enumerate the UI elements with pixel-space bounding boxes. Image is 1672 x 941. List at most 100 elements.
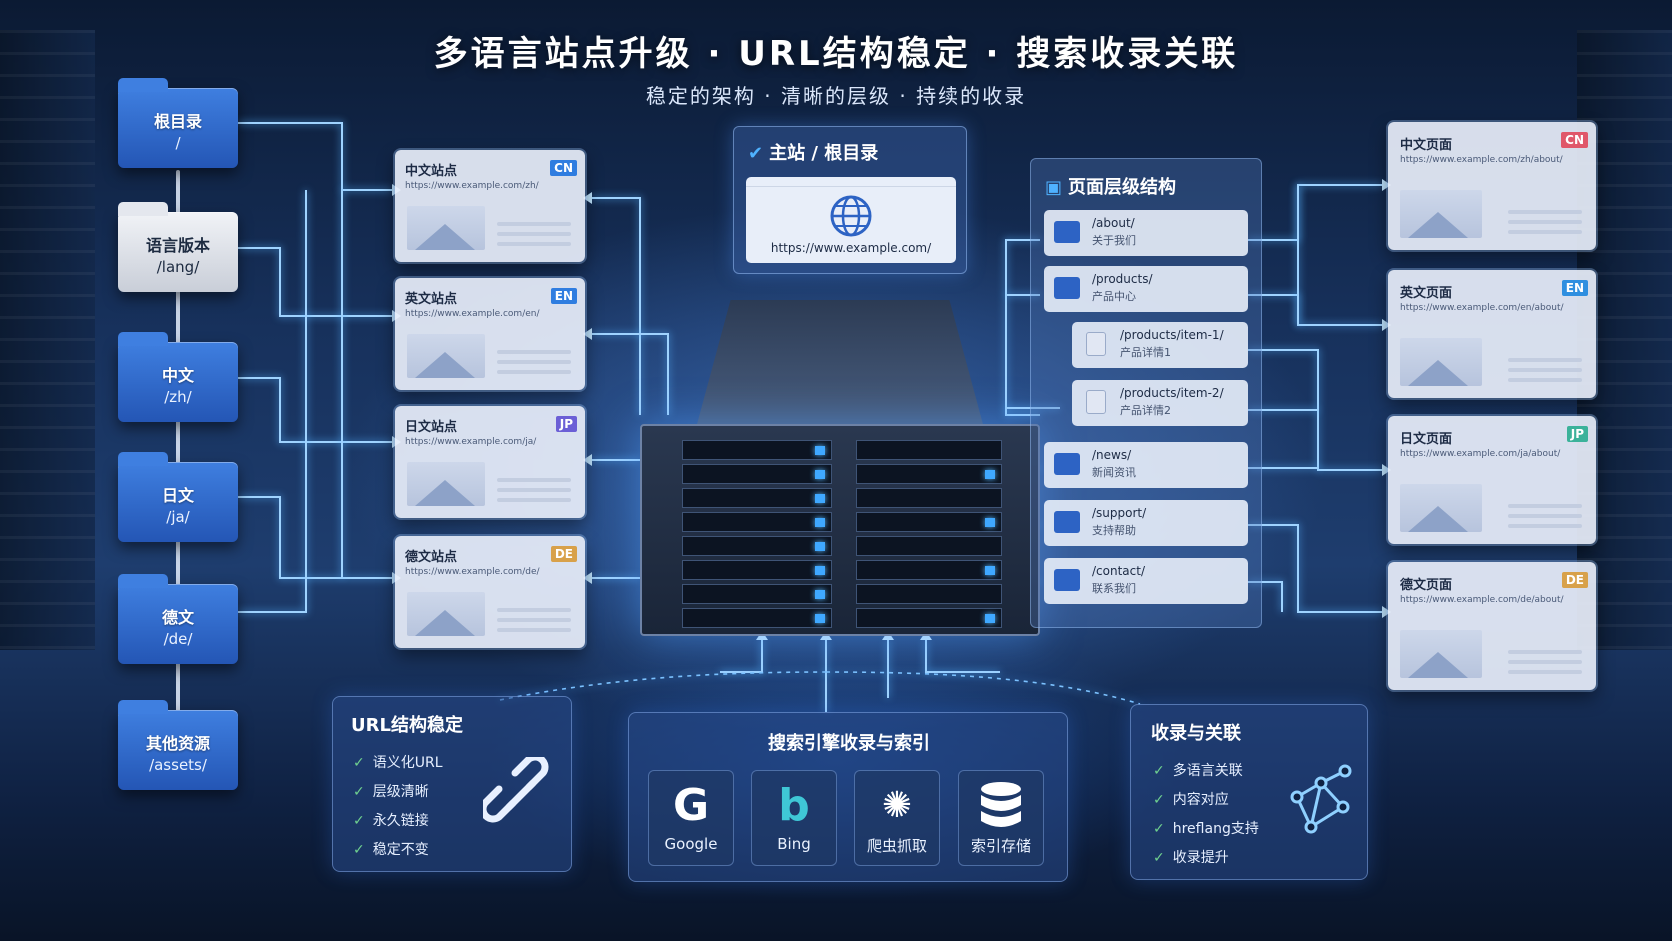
server-front-panel bbox=[640, 424, 1040, 636]
hierarchy-path: /news/ bbox=[1092, 448, 1132, 462]
folder-icon bbox=[1054, 569, 1080, 591]
network-icon bbox=[1290, 764, 1352, 834]
hierarchy-label: 产品详情1 bbox=[1120, 346, 1171, 359]
page-card-de[interactable]: 德文页面 https://www.example.com/de/about/ D… bbox=[1388, 562, 1596, 690]
hierarchy-item-support[interactable]: /support/ 支持帮助 bbox=[1044, 500, 1248, 546]
site-card-de[interactable]: 德文站点 https://www.example.com/de/ DE bbox=[395, 536, 585, 648]
database-icon bbox=[981, 782, 1021, 827]
folder-path: /ja/ bbox=[166, 508, 190, 526]
check-icon: ✓ bbox=[1153, 850, 1165, 866]
folder-ja[interactable]: 日文 /ja/ bbox=[118, 452, 238, 542]
check-icon: ✓ bbox=[353, 784, 365, 800]
folder-path: /lang/ bbox=[156, 258, 200, 276]
check-shield-icon: ✔ bbox=[748, 143, 764, 164]
google-icon: G bbox=[672, 780, 710, 831]
list-item: ✓永久链接 bbox=[353, 813, 429, 829]
folder-root[interactable]: 根目录 / bbox=[118, 78, 238, 168]
hierarchy-item-product-2[interactable]: /products/item-2/ 产品详情2 bbox=[1072, 380, 1248, 426]
hierarchy-item-news[interactable]: /news/ 新闻资讯 bbox=[1044, 442, 1248, 488]
image-placeholder-icon bbox=[1400, 190, 1482, 238]
text-lines-placeholder bbox=[1508, 644, 1582, 674]
site-title: 德文站点 bbox=[405, 550, 458, 565]
engine-index-storage[interactable]: 索引存储 bbox=[958, 770, 1044, 866]
url-box-title: URL结构稳定 bbox=[351, 715, 463, 736]
page-title-label: 日文页面 bbox=[1400, 432, 1453, 447]
text-lines-placeholder bbox=[1508, 498, 1582, 528]
text-lines-placeholder bbox=[497, 344, 571, 374]
sitemap-icon: ▣ bbox=[1045, 177, 1063, 198]
folder-name: 中文 bbox=[161, 366, 194, 385]
engine-google[interactable]: G Google bbox=[648, 770, 734, 866]
page-subtitle: 稳定的架构 · 清晰的层级 · 持续的收录 bbox=[645, 84, 1027, 108]
drive-bay bbox=[682, 464, 832, 484]
main-site-panel[interactable]: ✔主站 / 根目录 https://www.example.com/ bbox=[733, 126, 967, 274]
main-site-title: 主站 / 根目录 bbox=[769, 143, 879, 164]
folder-path: /de/ bbox=[163, 630, 193, 648]
image-placeholder-icon bbox=[1400, 630, 1482, 678]
hierarchy-path: /contact/ bbox=[1092, 564, 1145, 578]
page-title: 多语言站点升级 · URL结构稳定 · 搜索收录关联 bbox=[433, 34, 1239, 74]
site-title: 中文站点 bbox=[405, 164, 458, 179]
list-item: ✓内容对应 bbox=[1153, 792, 1229, 808]
page-url: https://www.example.com/ja/about/ bbox=[1400, 449, 1561, 459]
lang-badge: CN bbox=[1561, 132, 1588, 148]
page-card-zh[interactable]: 中文页面 https://www.example.com/zh/about/ C… bbox=[1388, 122, 1596, 250]
folder-lang[interactable]: 语言版本 /lang/ bbox=[118, 202, 238, 292]
hierarchy-item-contact[interactable]: /contact/ 联系我们 bbox=[1044, 558, 1248, 604]
drive-bay bbox=[856, 584, 1002, 604]
site-url: https://www.example.com/zh/ bbox=[405, 181, 539, 191]
list-item: ✓多语言关联 bbox=[1153, 763, 1243, 779]
page-url: https://www.example.com/en/about/ bbox=[1400, 303, 1564, 313]
list-item: ✓收录提升 bbox=[1153, 850, 1229, 866]
drive-bay bbox=[856, 608, 1002, 628]
folder-name: 德文 bbox=[161, 608, 194, 627]
document-icon bbox=[1086, 390, 1106, 414]
hierarchy-path: /about/ bbox=[1092, 216, 1135, 230]
server-top bbox=[696, 300, 984, 428]
folder-assets[interactable]: 其他资源 /assets/ bbox=[118, 700, 238, 790]
globe-icon bbox=[830, 195, 872, 237]
folder-de[interactable]: 德文 /de/ bbox=[118, 574, 238, 664]
drive-bay bbox=[682, 584, 832, 604]
site-card-en[interactable]: 英文站点 https://www.example.com/en/ EN bbox=[395, 278, 585, 390]
page-title-label: 德文页面 bbox=[1400, 578, 1453, 593]
site-card-ja[interactable]: 日文站点 https://www.example.com/ja/ JP bbox=[395, 406, 585, 518]
text-lines-placeholder bbox=[497, 216, 571, 246]
hierarchy-item-about[interactable]: /about/ 关于我们 bbox=[1044, 210, 1248, 256]
lang-badge: JP bbox=[555, 416, 577, 432]
page-card-en[interactable]: 英文页面 https://www.example.com/en/about/ E… bbox=[1388, 270, 1596, 398]
search-box-title: 搜索引擎收录与索引 bbox=[768, 733, 930, 754]
drive-bay bbox=[856, 536, 1002, 556]
bing-icon: b bbox=[778, 780, 810, 831]
engine-name: 爬虫抓取 bbox=[866, 837, 927, 855]
list-item: ✓稳定不变 bbox=[353, 842, 429, 858]
drive-bay bbox=[856, 560, 1002, 580]
folder-name: 语言版本 bbox=[145, 236, 210, 255]
hierarchy-path: /support/ bbox=[1092, 506, 1147, 520]
hierarchy-label: 产品详情2 bbox=[1120, 404, 1171, 417]
hierarchy-path: /products/item-2/ bbox=[1120, 386, 1224, 400]
site-title: 英文站点 bbox=[405, 292, 458, 307]
left-server-rack-backdrop bbox=[0, 30, 95, 650]
url-stability-box: URL结构稳定 ✓语义化URL ✓层级清晰 ✓永久链接 ✓稳定不变 bbox=[332, 696, 572, 872]
drive-bay bbox=[682, 488, 832, 508]
folder-zh[interactable]: 中文 /zh/ bbox=[118, 332, 238, 422]
lang-badge: EN bbox=[550, 288, 577, 304]
image-placeholder-icon bbox=[407, 334, 485, 378]
drive-bay bbox=[856, 440, 1002, 460]
drive-bay bbox=[856, 512, 1002, 532]
hierarchy-label: 产品中心 bbox=[1092, 290, 1136, 303]
site-card-zh[interactable]: 中文站点 https://www.example.com/zh/ CN bbox=[395, 150, 585, 262]
hierarchy-item-products[interactable]: /products/ 产品中心 bbox=[1044, 266, 1248, 312]
lang-badge: JP bbox=[1566, 426, 1588, 442]
lang-badge: EN bbox=[1561, 280, 1588, 296]
engine-bing[interactable]: b Bing bbox=[751, 770, 837, 866]
page-card-ja[interactable]: 日文页面 https://www.example.com/ja/about/ J… bbox=[1388, 416, 1596, 544]
hierarchy-item-product-1[interactable]: /products/item-1/ 产品详情1 bbox=[1072, 322, 1248, 368]
drive-bay bbox=[682, 536, 832, 556]
folder-icon bbox=[1054, 453, 1080, 475]
lang-badge: CN bbox=[550, 160, 577, 176]
server-illustration bbox=[640, 300, 1040, 636]
check-icon: ✓ bbox=[1153, 763, 1165, 779]
engine-crawler[interactable]: ✺ 爬虫抓取 bbox=[854, 770, 940, 866]
